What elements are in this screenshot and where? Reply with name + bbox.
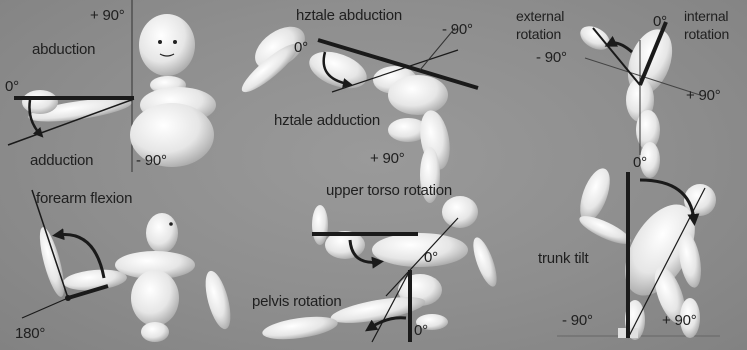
external-rotation-label-2: rotation [516,27,561,41]
internal-rotation-label-1: internal [684,9,728,23]
torso-rotation-panel [261,196,501,343]
rotation-zero-label: 0° [653,14,667,29]
internal-rotation-label-2: rotation [684,27,729,41]
hztale-zero-label: 0° [294,40,308,55]
abduction-plus-90-label: + 90° [90,8,125,23]
rotation-minus-90-label: - 90° [536,50,567,65]
rotation-bottom-zero-label: 0° [633,155,647,170]
rotation-plus-90-label: + 90° [686,88,721,103]
adduction-label: adduction [30,153,93,168]
pelvis-rotation-label: pelvis rotation [252,294,342,309]
upper-torso-rotation-label: upper torso rotation [326,183,452,198]
pelvis-zero-label: 0° [414,323,428,338]
abduction-minus-90-label: - 90° [136,153,167,168]
forearm-180-label: 180° [15,326,45,341]
hz-abduction-panel [237,18,478,203]
abduction-panel [8,0,216,172]
abduction-label: abduction [32,42,95,57]
hztale-minus-90-label: - 90° [442,22,473,37]
external-rotation-label-1: external [516,9,564,23]
trunk-plus-90-label: + 90° [662,313,697,328]
hztale-abduction-label: hztale abduction [296,8,402,23]
trunk-tilt-label: trunk tilt [538,251,589,266]
forearm-flexion-label: forearm flexion [36,191,132,206]
abduction-zero-label: 0° [5,79,19,94]
hztale-plus-90-label: + 90° [370,151,405,166]
elbow-joint [65,295,71,301]
extension-line [22,298,68,318]
hztale-adduction-label: hztale adduction [274,113,380,128]
forearm-flexion-panel [22,190,235,342]
trunk-minus-90-label: - 90° [562,313,593,328]
figure-head [139,14,195,76]
upper-torso-zero-label: 0° [424,250,438,265]
external-rotation-arc [610,43,632,52]
